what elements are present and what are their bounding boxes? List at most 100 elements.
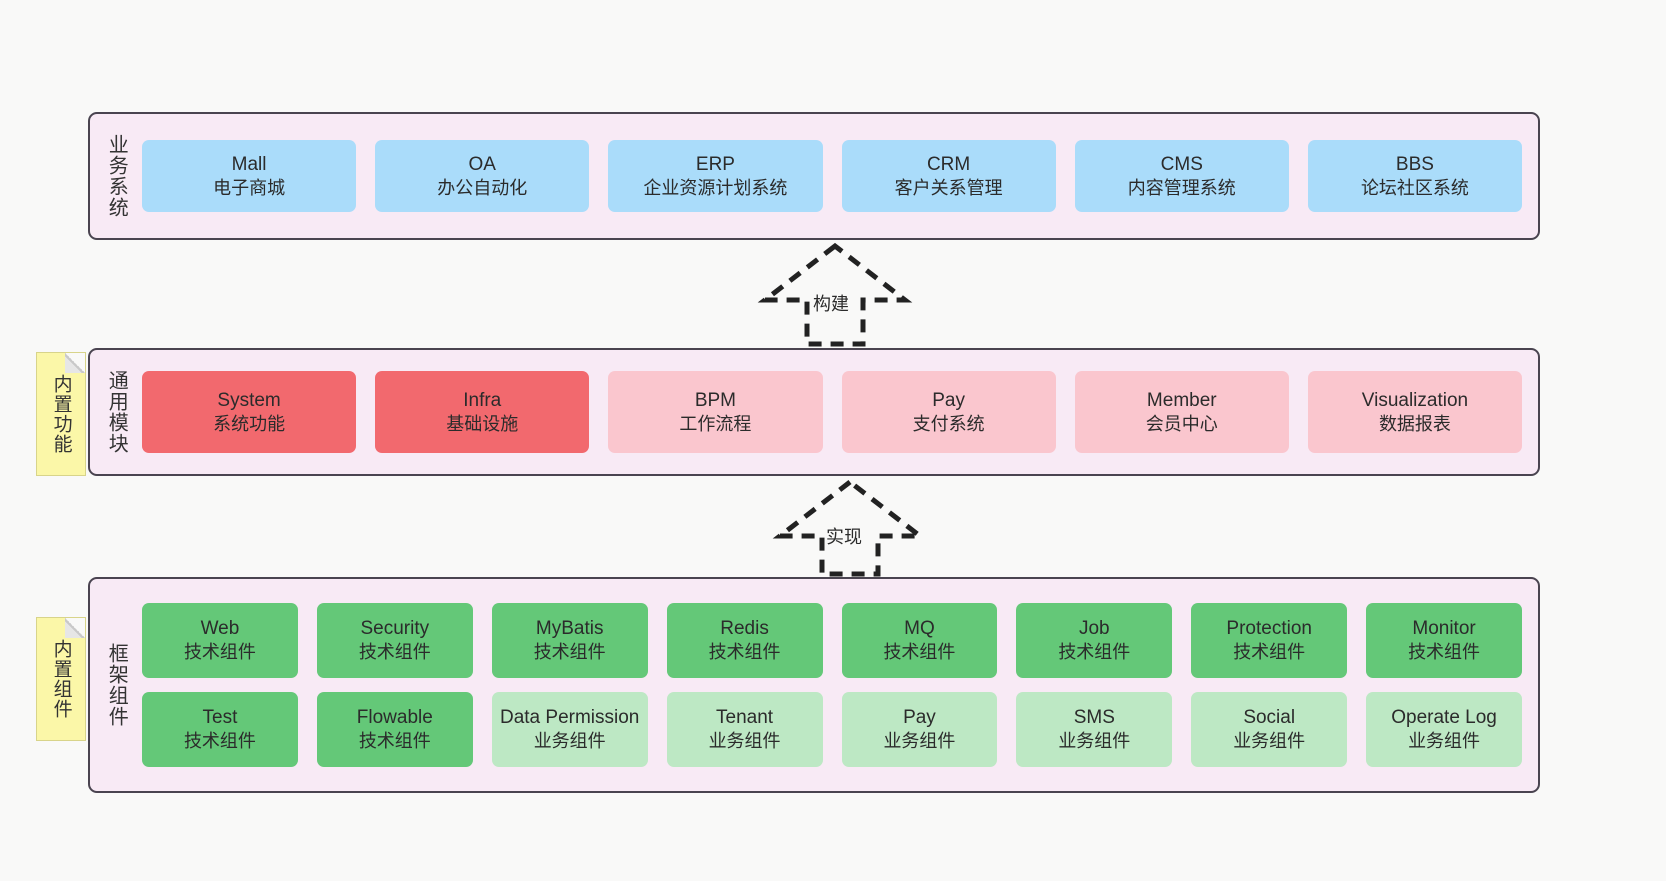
module-desc: 技术组件 <box>883 642 956 663</box>
layer-row: Web 技术组件 Security 技术组件 MyBatis 技术组件 Redi… <box>142 603 1522 678</box>
module-name: CRM <box>926 153 971 175</box>
module-name: CMS <box>1160 153 1203 175</box>
module-card-security[interactable]: Security 技术组件 <box>316 603 473 678</box>
module-desc: 办公自动化 <box>437 177 528 198</box>
layer-row: Mall 电子商城 OA 办公自动化 ERP 企业资源计划系统 CRM 客户关系… <box>142 140 1523 212</box>
generalization-arrow-icon <box>772 478 928 577</box>
module-desc: 业务组件 <box>883 731 956 752</box>
layer-body-business: Mall 电子商城 OA 办公自动化 ERP 企业资源计划系统 CRM 客户关系… <box>142 114 1538 238</box>
sticky-note-builtin-components: 内置组件 <box>36 617 86 741</box>
module-card-social[interactable]: Social 业务组件 <box>1191 692 1348 767</box>
module-card-pay-business[interactable]: Pay 业务组件 <box>841 692 998 767</box>
module-name: Data Permission <box>499 707 640 729</box>
layer-title-framework: 框架组件 <box>105 643 128 727</box>
module-name: Infra <box>463 389 502 411</box>
module-card-sms[interactable]: SMS 业务组件 <box>1016 692 1173 767</box>
module-card-pay[interactable]: Pay 支付系统 <box>841 371 1056 453</box>
module-desc: 支付系统 <box>912 413 985 434</box>
layer-business-systems: 业务系统 Mall 电子商城 OA 办公自动化 ERP 企业资源计划系统 CRM… <box>88 112 1540 240</box>
module-card-system[interactable]: System 系统功能 <box>142 371 357 453</box>
module-desc: 业务组件 <box>1233 731 1306 752</box>
module-name: Operate Log <box>1391 707 1497 729</box>
connector-label-implement: 实现 <box>826 527 862 547</box>
layer-title-common: 通用模块 <box>105 370 128 454</box>
module-card-protection[interactable]: Protection 技术组件 <box>1191 603 1348 678</box>
connector-label-build: 构建 <box>813 294 849 314</box>
module-card-bpm[interactable]: BPM 工作流程 <box>608 371 823 453</box>
module-card-infra[interactable]: Infra 基础设施 <box>375 371 590 453</box>
module-card-job[interactable]: Job 技术组件 <box>1016 603 1173 678</box>
module-name: System <box>217 389 281 411</box>
module-card-monitor[interactable]: Monitor 技术组件 <box>1366 603 1522 678</box>
module-card-crm[interactable]: CRM 客户关系管理 <box>841 140 1056 212</box>
module-name: Tenant <box>716 707 774 729</box>
module-desc: 业务组件 <box>1408 731 1481 752</box>
module-desc: 内容管理系统 <box>1127 177 1236 198</box>
module-name: SMS <box>1073 707 1115 729</box>
sticky-note-builtin-functions: 内置功能 <box>36 352 86 476</box>
module-desc: 技术组件 <box>533 642 606 663</box>
module-desc: 技术组件 <box>358 642 431 663</box>
module-name: Pay <box>932 389 965 411</box>
module-desc: 电子商城 <box>213 177 286 198</box>
module-name: MQ <box>904 618 935 640</box>
module-desc: 业务组件 <box>533 731 606 752</box>
module-card-erp[interactable]: ERP 企业资源计划系统 <box>608 140 823 212</box>
module-card-member[interactable]: Member 会员中心 <box>1074 371 1289 453</box>
module-desc: 技术组件 <box>183 731 256 752</box>
module-desc: 业务组件 <box>708 731 781 752</box>
sticky-note-text: 内置功能 <box>50 374 72 454</box>
module-desc: 技术组件 <box>1058 642 1131 663</box>
module-desc: 业务组件 <box>1058 731 1131 752</box>
module-desc: 系统功能 <box>213 413 286 434</box>
module-name: Monitor <box>1412 618 1476 640</box>
module-card-tenant[interactable]: Tenant 业务组件 <box>666 692 823 767</box>
layer-body-framework: Web 技术组件 Security 技术组件 MyBatis 技术组件 Redi… <box>142 579 1538 791</box>
module-card-cms[interactable]: CMS 内容管理系统 <box>1074 140 1289 212</box>
module-desc: 基础设施 <box>446 413 519 434</box>
module-card-test[interactable]: Test 技术组件 <box>142 692 298 767</box>
module-card-bbs[interactable]: BBS 论坛社区系统 <box>1307 140 1523 212</box>
module-card-operate-log[interactable]: Operate Log 业务组件 <box>1366 692 1522 767</box>
layer-framework-components: 框架组件 Web 技术组件 Security 技术组件 MyBatis 技术组件… <box>88 577 1540 793</box>
module-name: OA <box>468 153 496 175</box>
module-card-data-permission[interactable]: Data Permission 业务组件 <box>491 692 648 767</box>
module-desc: 数据报表 <box>1378 413 1451 434</box>
module-desc: 技术组件 <box>358 731 431 752</box>
module-desc: 技术组件 <box>183 642 256 663</box>
module-card-flowable[interactable]: Flowable 技术组件 <box>316 692 473 767</box>
module-desc: 工作流程 <box>679 413 752 434</box>
layer-title-business: 业务系统 <box>105 134 128 218</box>
connector-implement-arrow: 实现 <box>760 476 940 577</box>
layer-body-common: System 系统功能 Infra 基础设施 BPM 工作流程 Pay 支付系统… <box>142 350 1538 474</box>
connector-build-arrow: 构建 <box>745 240 925 348</box>
module-name: Redis <box>720 618 769 640</box>
module-desc: 会员中心 <box>1145 413 1218 434</box>
generalization-arrow-icon <box>757 242 913 347</box>
module-desc: 技术组件 <box>1408 642 1481 663</box>
module-card-redis[interactable]: Redis 技术组件 <box>666 603 823 678</box>
layer-row: System 系统功能 Infra 基础设施 BPM 工作流程 Pay 支付系统… <box>142 371 1523 453</box>
module-card-visualization[interactable]: Visualization 数据报表 <box>1307 371 1523 453</box>
page-fold-icon <box>65 353 85 373</box>
module-card-mq[interactable]: MQ 技术组件 <box>841 603 998 678</box>
module-name: Social <box>1243 707 1296 729</box>
module-name: Protection <box>1226 618 1312 640</box>
module-card-mybatis[interactable]: MyBatis 技术组件 <box>491 603 648 678</box>
module-name: Mall <box>231 153 267 175</box>
module-name: Job <box>1078 618 1110 640</box>
module-desc: 论坛社区系统 <box>1360 177 1469 198</box>
layer-common-modules: 通用模块 System 系统功能 Infra 基础设施 BPM 工作流程 Pay… <box>88 348 1540 476</box>
module-name: Security <box>360 618 430 640</box>
module-card-mall[interactable]: Mall 电子商城 <box>142 140 357 212</box>
module-name: Visualization <box>1361 389 1469 411</box>
module-desc: 客户关系管理 <box>894 177 1003 198</box>
module-desc: 技术组件 <box>708 642 781 663</box>
module-name: Flowable <box>356 707 433 729</box>
module-name: MyBatis <box>535 618 604 640</box>
module-name: Test <box>202 707 238 729</box>
module-name: Member <box>1146 389 1217 411</box>
module-card-oa[interactable]: OA 办公自动化 <box>375 140 590 212</box>
module-name: BBS <box>1395 153 1434 175</box>
module-card-web[interactable]: Web 技术组件 <box>142 603 298 678</box>
